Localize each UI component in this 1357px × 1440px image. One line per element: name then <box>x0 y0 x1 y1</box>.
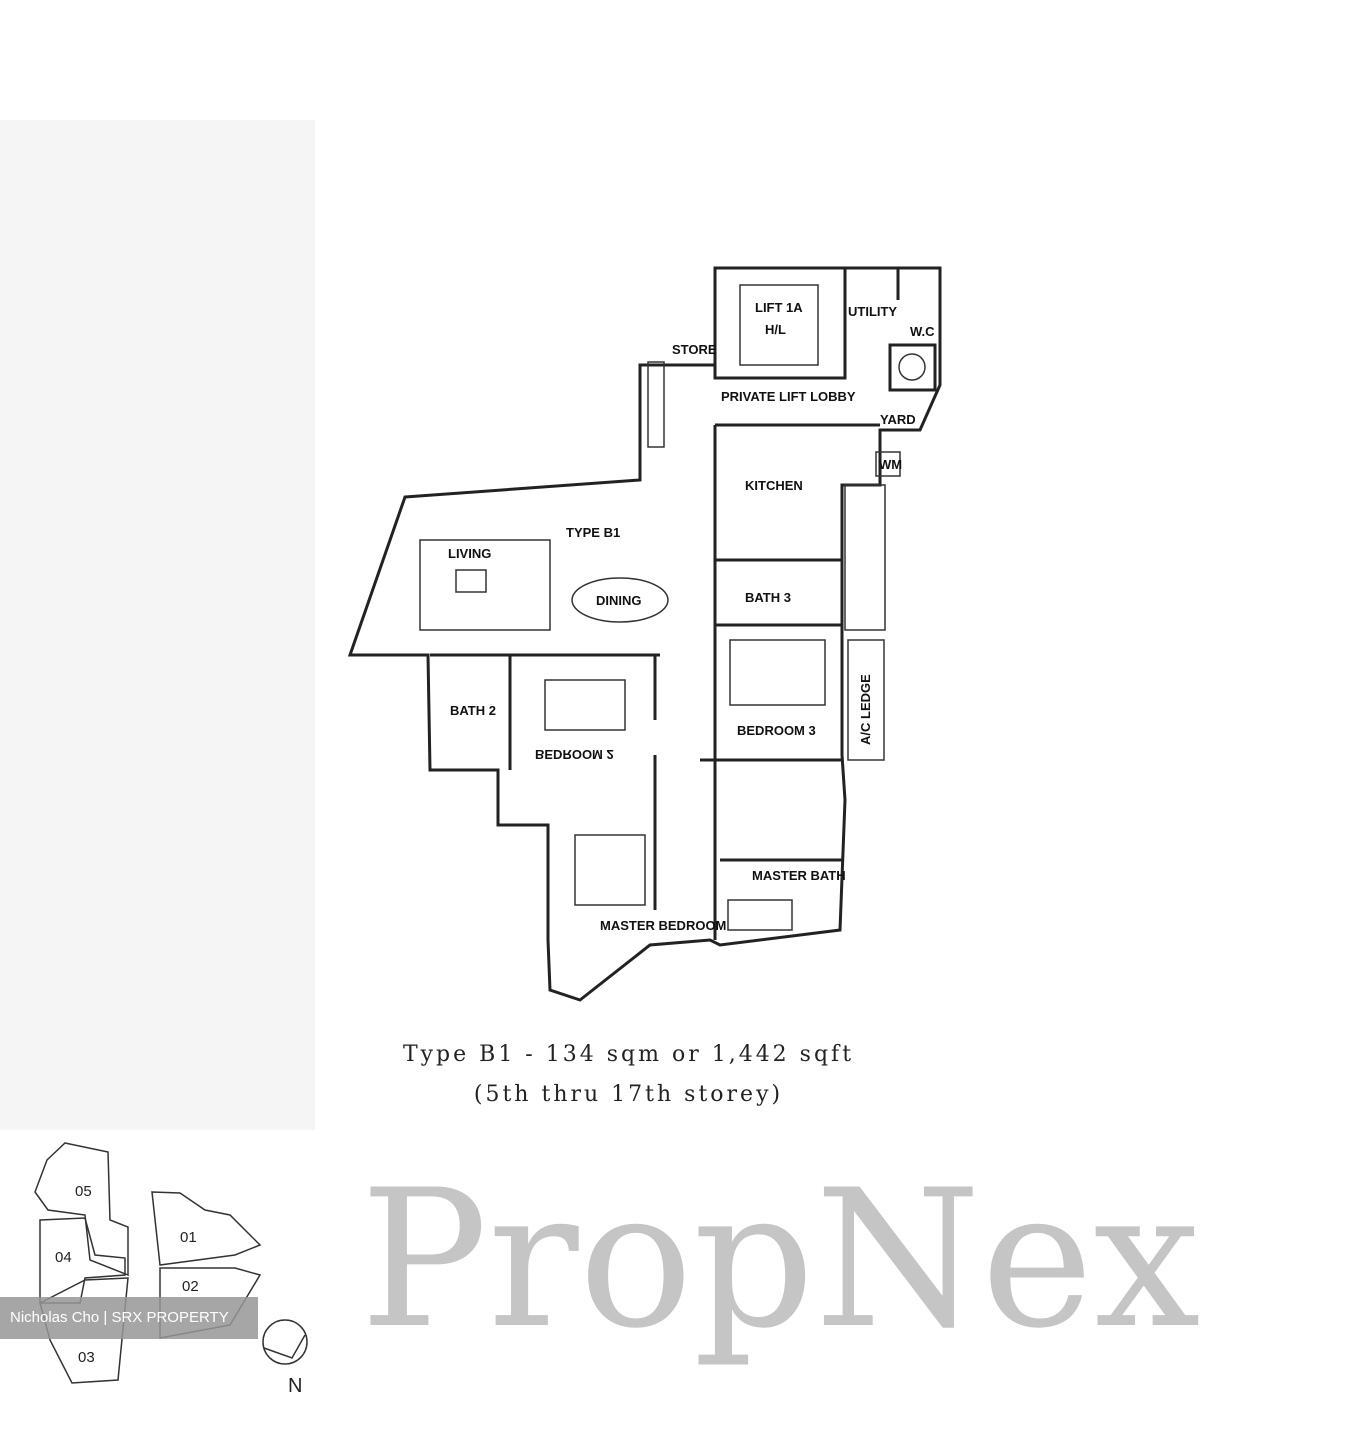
key-label-01: 01 <box>180 1229 197 1246</box>
caption-storey: (5th thru 17th storey) <box>473 1082 784 1107</box>
living-label: LIVING <box>448 546 491 561</box>
living-rug <box>419 539 551 631</box>
ac-ledge-box <box>847 639 885 761</box>
dining-label: DINING <box>596 593 642 608</box>
north-compass <box>262 1319 308 1365</box>
key-label-04: 04 <box>55 1249 72 1266</box>
bathtub <box>727 899 793 931</box>
store-shelf <box>647 361 665 448</box>
lift-label: LIFT 1A <box>755 300 803 315</box>
key-label-03: 03 <box>78 1349 95 1366</box>
key-unit-01 <box>151 1191 262 1266</box>
bed-3 <box>729 639 826 706</box>
stair-ledge <box>844 484 886 631</box>
dining-table <box>571 577 669 623</box>
wc-label: W.C <box>910 324 935 339</box>
key-unit-05 <box>34 1142 129 1277</box>
store-label: STORE <box>672 342 717 357</box>
key-unit-03 <box>39 1277 129 1384</box>
key-plan: 05 04 03 01 02 N <box>34 1142 308 1397</box>
master-bath-label: MASTER BATH <box>752 868 846 883</box>
master-bed <box>574 834 646 906</box>
lobby-label: PRIVATE LIFT LOBBY <box>721 389 856 404</box>
background-panel <box>0 120 315 1130</box>
washer-drum <box>898 353 926 381</box>
kitchen-label: KITCHEN <box>745 478 803 493</box>
north-arrow <box>263 1334 306 1359</box>
ac-ledge-label: A/C LEDGE <box>858 674 873 745</box>
caption-area: Type B1 - 134 sqm or 1,442 sqft <box>402 1042 855 1067</box>
bedroom2-label: BEDROOM 2 <box>535 747 614 762</box>
utility-label: UTILITY <box>848 304 897 319</box>
key-label-05: 05 <box>75 1183 92 1200</box>
lift-sub-label: H/L <box>765 322 786 337</box>
key-unit-04 <box>39 1217 126 1304</box>
bath3-label: BATH 3 <box>745 590 791 605</box>
key-label-02: 02 <box>182 1278 199 1295</box>
coffee-table <box>455 569 487 593</box>
wm-box <box>875 451 901 477</box>
wm-label: WM <box>879 457 902 472</box>
photo-credit: Nicholas Cho | SRX PROPERTY <box>0 1297 258 1339</box>
bath2-label: BATH 2 <box>450 703 496 718</box>
bed-2 <box>544 679 626 731</box>
plan-title: TYPE B1 <box>566 525 620 540</box>
north-label: N <box>288 1375 302 1397</box>
lift-car <box>739 284 819 366</box>
master-bedroom-label: MASTER BEDROOM <box>600 918 726 933</box>
yard-label: YARD <box>880 412 916 427</box>
bedroom3-label: BEDROOM 3 <box>737 723 816 738</box>
washer <box>888 343 937 392</box>
